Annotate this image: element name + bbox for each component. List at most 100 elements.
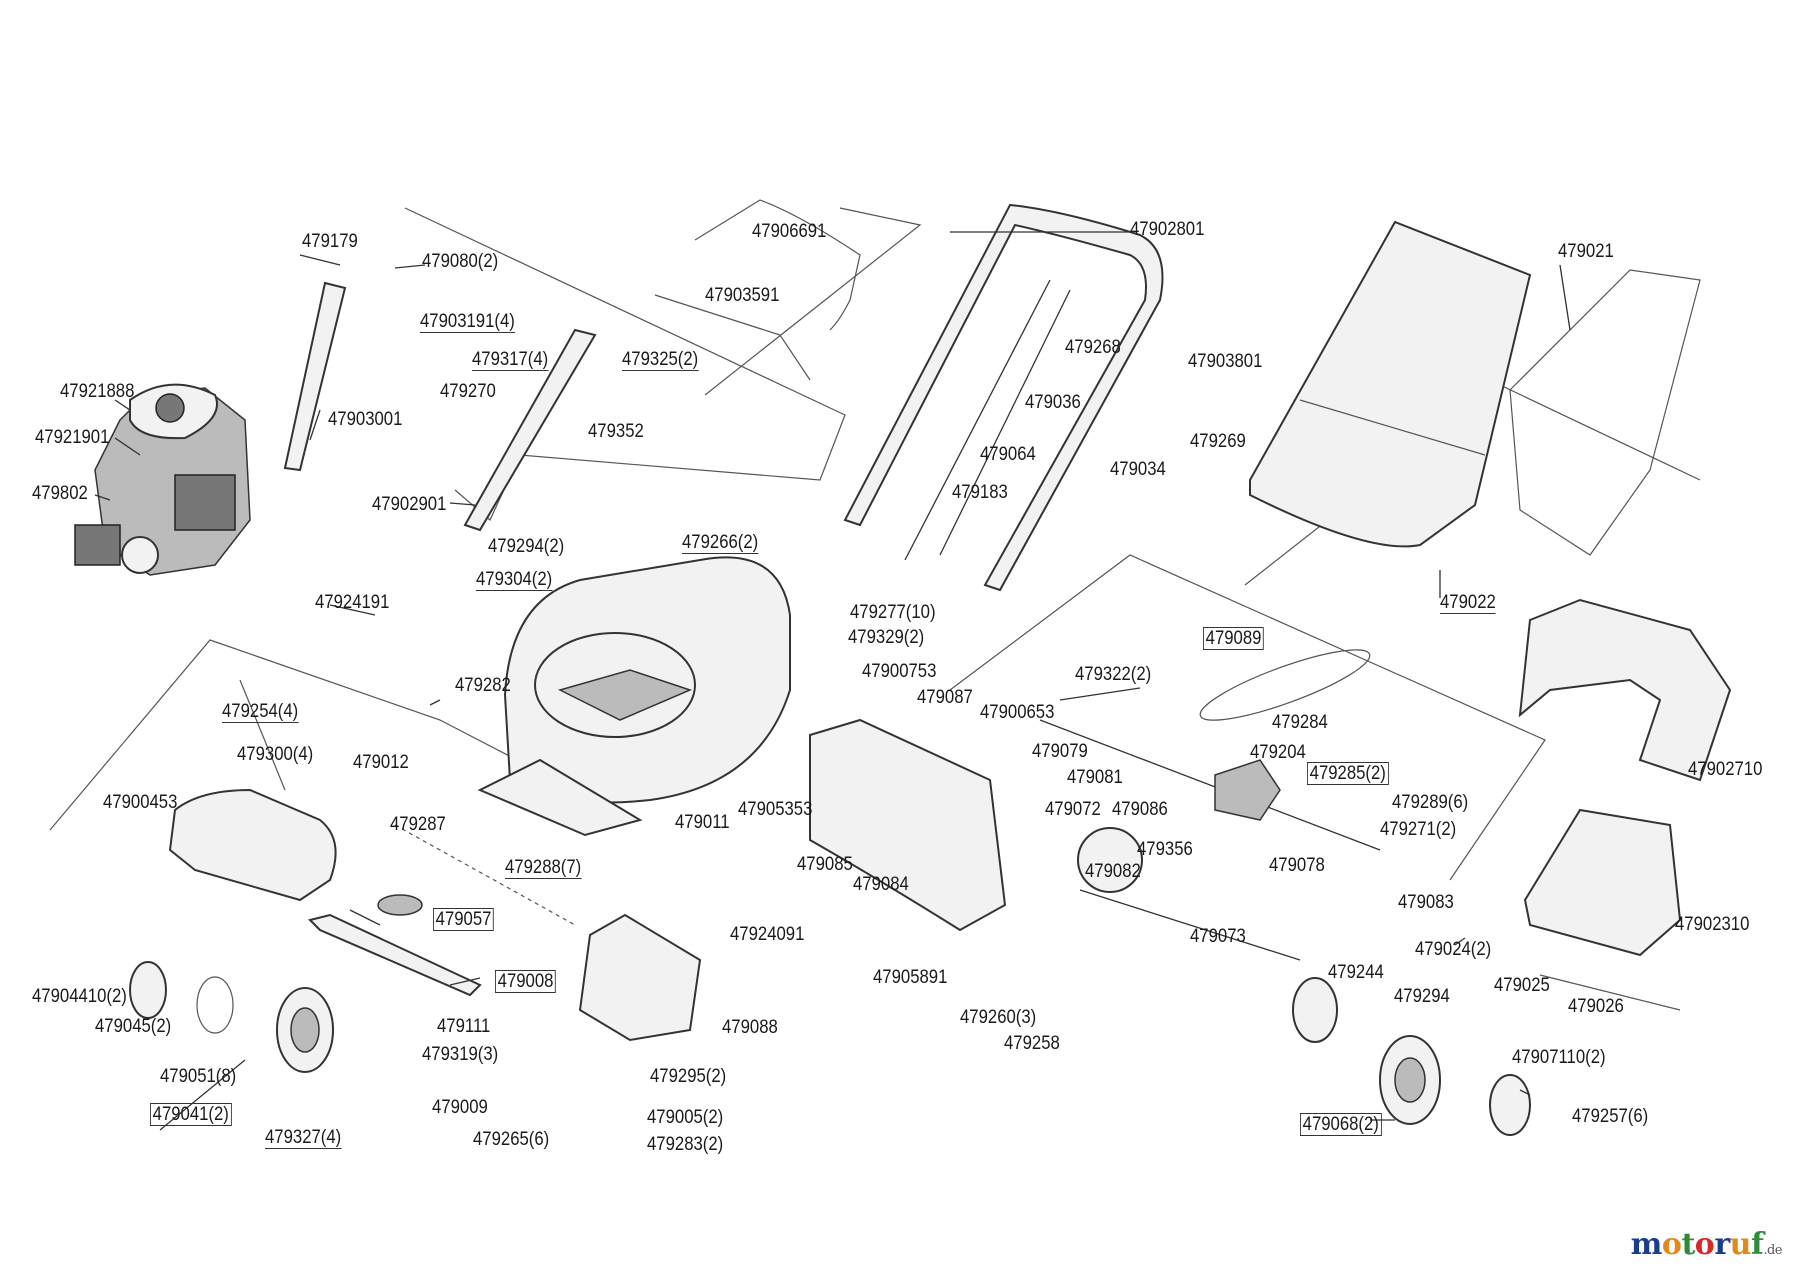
- cover-group-frame: [49, 639, 576, 831]
- washer-drawing: [196, 976, 234, 1034]
- part-label-p479304: 479304(2): [476, 569, 553, 591]
- belt-drawing: [1199, 649, 1371, 721]
- part-label-p479034: 479034: [1110, 459, 1166, 480]
- drive-group-frame: [949, 554, 1546, 881]
- discharge-chute-drawing: [578, 913, 702, 1042]
- logo-letter: o: [1661, 1227, 1682, 1262]
- part-label-p479005: 479005(2): [647, 1107, 724, 1128]
- part-label-p479260: 479260(3): [960, 1007, 1037, 1028]
- logo-tld: .de: [1763, 1243, 1782, 1258]
- right-handle-bar-drawing: [463, 328, 597, 532]
- part-label-p479022: 479022: [1440, 592, 1496, 614]
- part-label-p479269: 479269: [1190, 431, 1246, 452]
- part-label-p47900753: 47900753: [862, 661, 937, 682]
- leader-lines: [94, 231, 1571, 1131]
- part-label-p479068: 479068(2): [1300, 1113, 1382, 1136]
- gearbox-drawing: [1214, 759, 1281, 821]
- motoruf-logo: motoruf.de: [1631, 1227, 1783, 1262]
- mulch-frame: [239, 679, 286, 791]
- part-label-p479086: 479086: [1112, 799, 1168, 820]
- bail-handle-drawing: [694, 199, 861, 331]
- rear-hubcap-drawing: [1489, 1074, 1531, 1136]
- part-label-p479317: 479317(4): [472, 349, 549, 371]
- cable-479064: [904, 279, 1051, 561]
- part-label-p479025: 479025: [1494, 975, 1550, 996]
- part-label-p479011: 479011: [675, 812, 730, 833]
- bag-frame-drawing: [1509, 269, 1701, 556]
- part-label-p479322: 479322(2): [1075, 664, 1152, 685]
- part-label-p479300: 479300(4): [237, 744, 314, 765]
- logo-letter: o: [1694, 1227, 1715, 1262]
- part-label-p479179: 479179: [302, 231, 358, 252]
- axle-479081: [1039, 719, 1381, 851]
- blade-dash-guide: [394, 824, 576, 926]
- part-label-p479288: 479288(7): [505, 857, 582, 879]
- part-label-p479244: 479244: [1328, 962, 1384, 983]
- part-label-p479089: 479089: [1203, 627, 1265, 650]
- part-label-p479012: 479012: [353, 752, 409, 773]
- part-label-p479041: 479041(2): [150, 1103, 232, 1126]
- left-handle-bar-drawing: [283, 281, 347, 472]
- part-label-p479064: 479064: [980, 444, 1036, 465]
- part-label-p479078: 479078: [1269, 855, 1325, 876]
- grass-bag-drawing: [1249, 220, 1532, 548]
- part-label-p479082: 479082: [1085, 861, 1141, 882]
- part-label-p479284: 479284: [1272, 712, 1328, 733]
- logo-letter: u: [1729, 1227, 1752, 1262]
- part-label-p479081: 479081: [1067, 767, 1123, 788]
- part-label-p479356: 479356: [1137, 839, 1193, 860]
- part-label-p47902901: 47902901: [372, 494, 447, 515]
- part-label-p47903191: 47903191(4): [420, 311, 515, 333]
- part-label-p47902801: 47902801: [1130, 219, 1205, 240]
- part-label-p479111: 479111: [437, 1016, 491, 1037]
- part-label-p47921888: 47921888: [60, 381, 135, 402]
- part-label-p479045: 479045(2): [95, 1016, 172, 1037]
- engine-drawing: [74, 383, 251, 576]
- part-label-p479026: 479026: [1568, 996, 1624, 1017]
- part-label-p479204: 479204: [1250, 742, 1306, 763]
- logo-letter: f: [1750, 1227, 1764, 1262]
- bag-top-drawing: [1518, 598, 1732, 782]
- part-label-p479283: 479283(2): [647, 1134, 724, 1155]
- part-label-p47904410: 47904410(2): [32, 986, 127, 1007]
- part-label-p47900453: 47900453: [103, 792, 178, 813]
- blade-drawing: [308, 913, 482, 997]
- part-label-p479008: 479008: [495, 970, 557, 993]
- part-label-p47905353: 47905353: [738, 799, 813, 820]
- part-label-p479271: 479271(2): [1380, 819, 1457, 840]
- front-wheel-drawing: [276, 987, 334, 1073]
- rear-wheel-drawing: [1379, 1035, 1441, 1125]
- part-label-p47902310: 47902310: [1675, 914, 1750, 935]
- part-label-p47902710: 47902710: [1688, 759, 1763, 780]
- part-label-p479270: 479270: [440, 381, 496, 402]
- part-label-p47924191: 47924191: [315, 592, 390, 613]
- part-label-p479084: 479084: [853, 874, 909, 895]
- part-label-p47903801: 47903801: [1188, 351, 1263, 372]
- mulch-insert-drawing: [168, 788, 337, 902]
- part-label-p47903591: 47903591: [705, 285, 780, 306]
- part-label-p47906691: 47906691: [752, 221, 827, 242]
- bail-rod-drawing: [654, 294, 811, 381]
- part-label-p479072: 479072: [1045, 799, 1101, 820]
- handle-upper-frame: [704, 207, 922, 396]
- part-label-p47903001: 47903001: [328, 409, 403, 430]
- part-label-p479183: 479183: [952, 482, 1008, 503]
- part-label-p479088: 479088: [722, 1017, 778, 1038]
- part-label-p47900653: 47900653: [980, 702, 1055, 723]
- part-label-p479266: 479266(2): [682, 532, 759, 554]
- part-label-p479325: 479325(2): [622, 349, 699, 371]
- upper-handle-drawing: [843, 203, 1164, 592]
- part-label-p47907110: 47907110(2): [1512, 1047, 1606, 1068]
- logo-letter: t: [1681, 1227, 1695, 1262]
- part-label-p479329: 479329(2): [848, 627, 925, 648]
- part-label-p479021: 479021: [1558, 241, 1614, 262]
- part-label-p479294b: 479294: [1394, 986, 1450, 1007]
- part-label-p479802: 479802: [32, 483, 88, 504]
- part-label-p479258: 479258: [1004, 1033, 1060, 1054]
- axle-479073: [1079, 889, 1301, 961]
- part-label-p479087: 479087: [917, 687, 973, 708]
- part-label-p479085: 479085: [797, 854, 853, 875]
- part-label-p479051: 479051(8): [160, 1066, 237, 1087]
